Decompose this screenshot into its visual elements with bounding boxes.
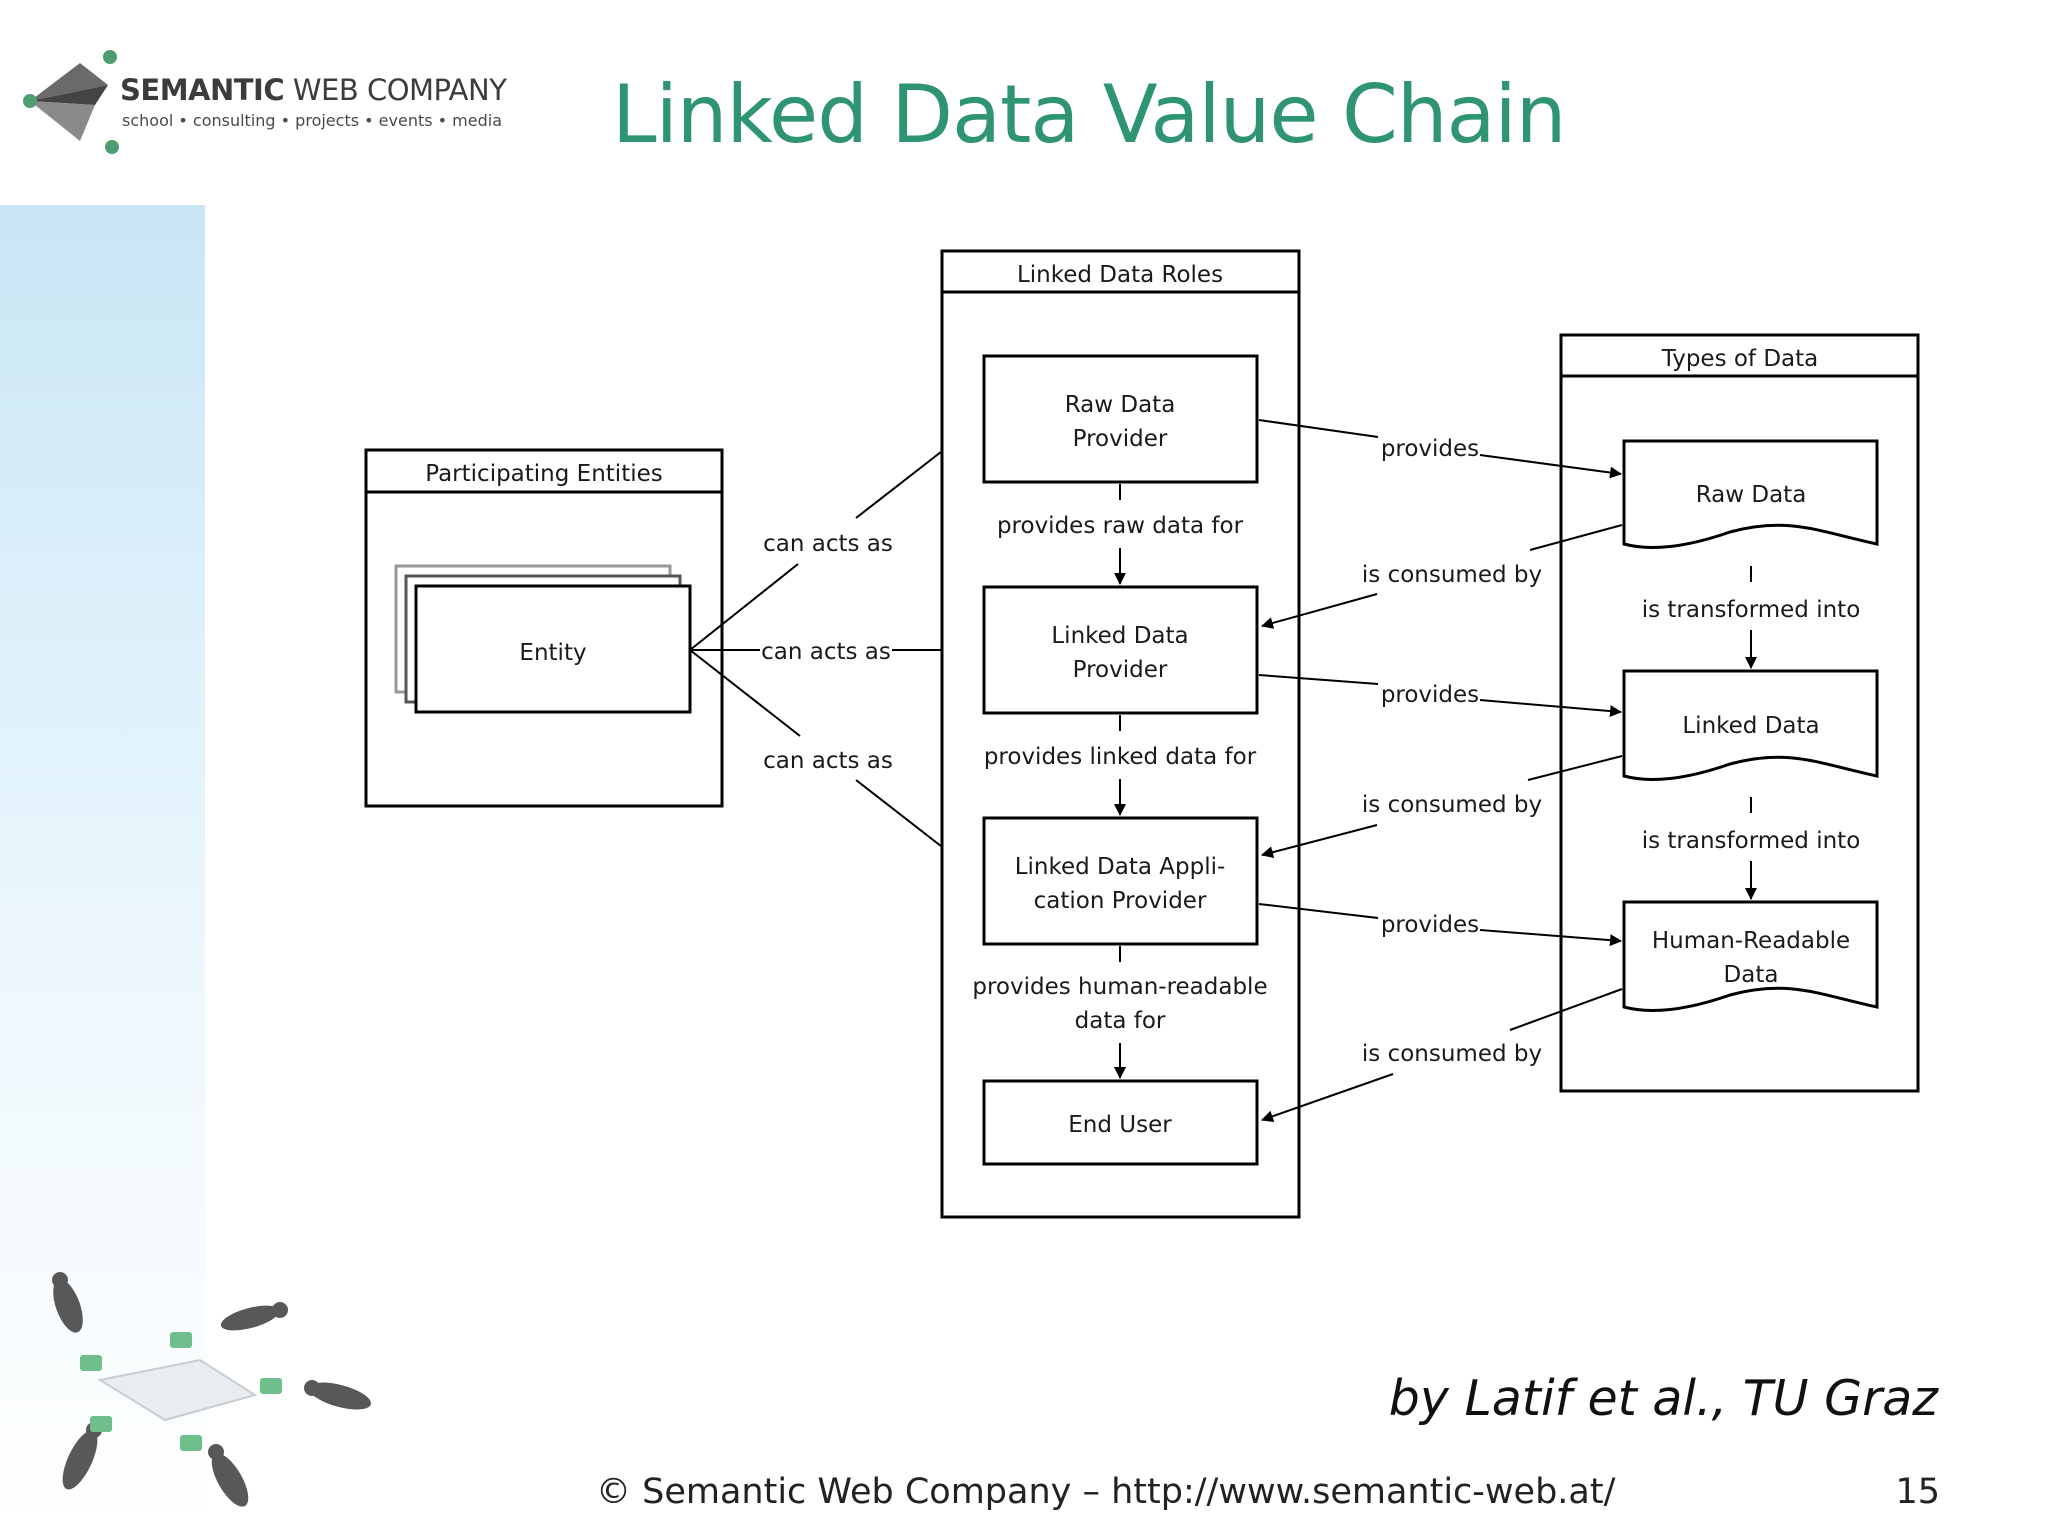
- consumed-label: is consumed by: [1362, 1041, 1542, 1067]
- provides-label: provides: [1381, 912, 1479, 938]
- entity-role-connectors: can acts as can acts as can acts as: [689, 419, 983, 879]
- company-logo: SEMANTIC WEB COMPANY school • consulting…: [20, 45, 507, 165]
- raw-provider-line1: Raw Data: [1065, 392, 1176, 418]
- end-user-box: [982, 1079, 1259, 1166]
- app-provider-line1: Linked Data Appli-: [1015, 854, 1226, 880]
- provides-human-label-2: data for: [1075, 1008, 1166, 1034]
- can-acts-as-label: can acts as: [761, 639, 891, 665]
- ld-provider-line1: Linked Data: [1051, 623, 1188, 649]
- human-readable-doc: [1622, 900, 1879, 1013]
- slide-number: 15: [1895, 1472, 1940, 1512]
- raw-provider-line2: Provider: [1073, 426, 1168, 452]
- linked-data-provider-box: [982, 585, 1259, 715]
- roles-header: Linked Data Roles: [1017, 262, 1223, 288]
- linked-data-roles-panel: Linked Data Roles Raw Data Provider prov…: [940, 249, 1301, 1219]
- human-readable-line1: Human-Readable: [1652, 928, 1850, 954]
- can-acts-as-label: can acts as: [763, 531, 893, 557]
- end-user-label: End User: [1068, 1112, 1172, 1138]
- provides-raw-label: provides raw data for: [997, 513, 1244, 539]
- app-provider-line2: cation Provider: [1034, 888, 1207, 914]
- puzzle-people-illustration: [52, 1272, 372, 1507]
- raw-data-doc: [1622, 439, 1879, 550]
- participating-entities-panel: Participating Entities Entity: [364, 448, 724, 808]
- participating-header: Participating Entities: [425, 461, 662, 487]
- logo-mark-icon: [23, 50, 119, 154]
- footer-copyright: © Semantic Web Company – http://www.sema…: [596, 1472, 1616, 1512]
- ld-provider-line2: Provider: [1073, 657, 1168, 683]
- logo-name: SEMANTIC WEB COMPANY: [120, 73, 507, 107]
- human-readable-line2: Data: [1724, 962, 1779, 988]
- types-of-data-panel: Types of Data Raw Data is transformed in…: [1559, 333, 1920, 1093]
- linked-data-doc: [1622, 669, 1879, 782]
- can-acts-as-label: can acts as: [763, 748, 893, 774]
- provides-linked-label: provides linked data for: [984, 744, 1257, 770]
- linked-data-label: Linked Data: [1682, 713, 1819, 739]
- transformed-label-1: is transformed into: [1642, 597, 1861, 623]
- types-header: Types of Data: [1661, 346, 1819, 372]
- side-gradient-band: [0, 205, 205, 1536]
- provides-label: provides: [1381, 682, 1479, 708]
- role-data-connectors: provides is consumed by provides is cons…: [1258, 419, 1623, 1123]
- consumed-label: is consumed by: [1362, 562, 1542, 588]
- raw-data-provider-box: [982, 354, 1259, 484]
- source-credit: by Latif et al., TU Graz: [1388, 1370, 1938, 1427]
- consumed-label: is consumed by: [1362, 792, 1542, 818]
- ld-application-provider-box: [982, 816, 1259, 946]
- slide-title: Linked Data Value Chain: [612, 68, 1566, 161]
- provides-human-label-1: provides human-readable: [972, 974, 1267, 1000]
- transformed-label-2: is transformed into: [1642, 828, 1861, 854]
- provides-label: provides: [1381, 436, 1479, 462]
- entity-box: [414, 584, 692, 714]
- entity-label: Entity: [519, 640, 586, 666]
- logo-tagline: school • consulting • projects • events …: [122, 111, 503, 130]
- raw-data-label: Raw Data: [1696, 482, 1807, 508]
